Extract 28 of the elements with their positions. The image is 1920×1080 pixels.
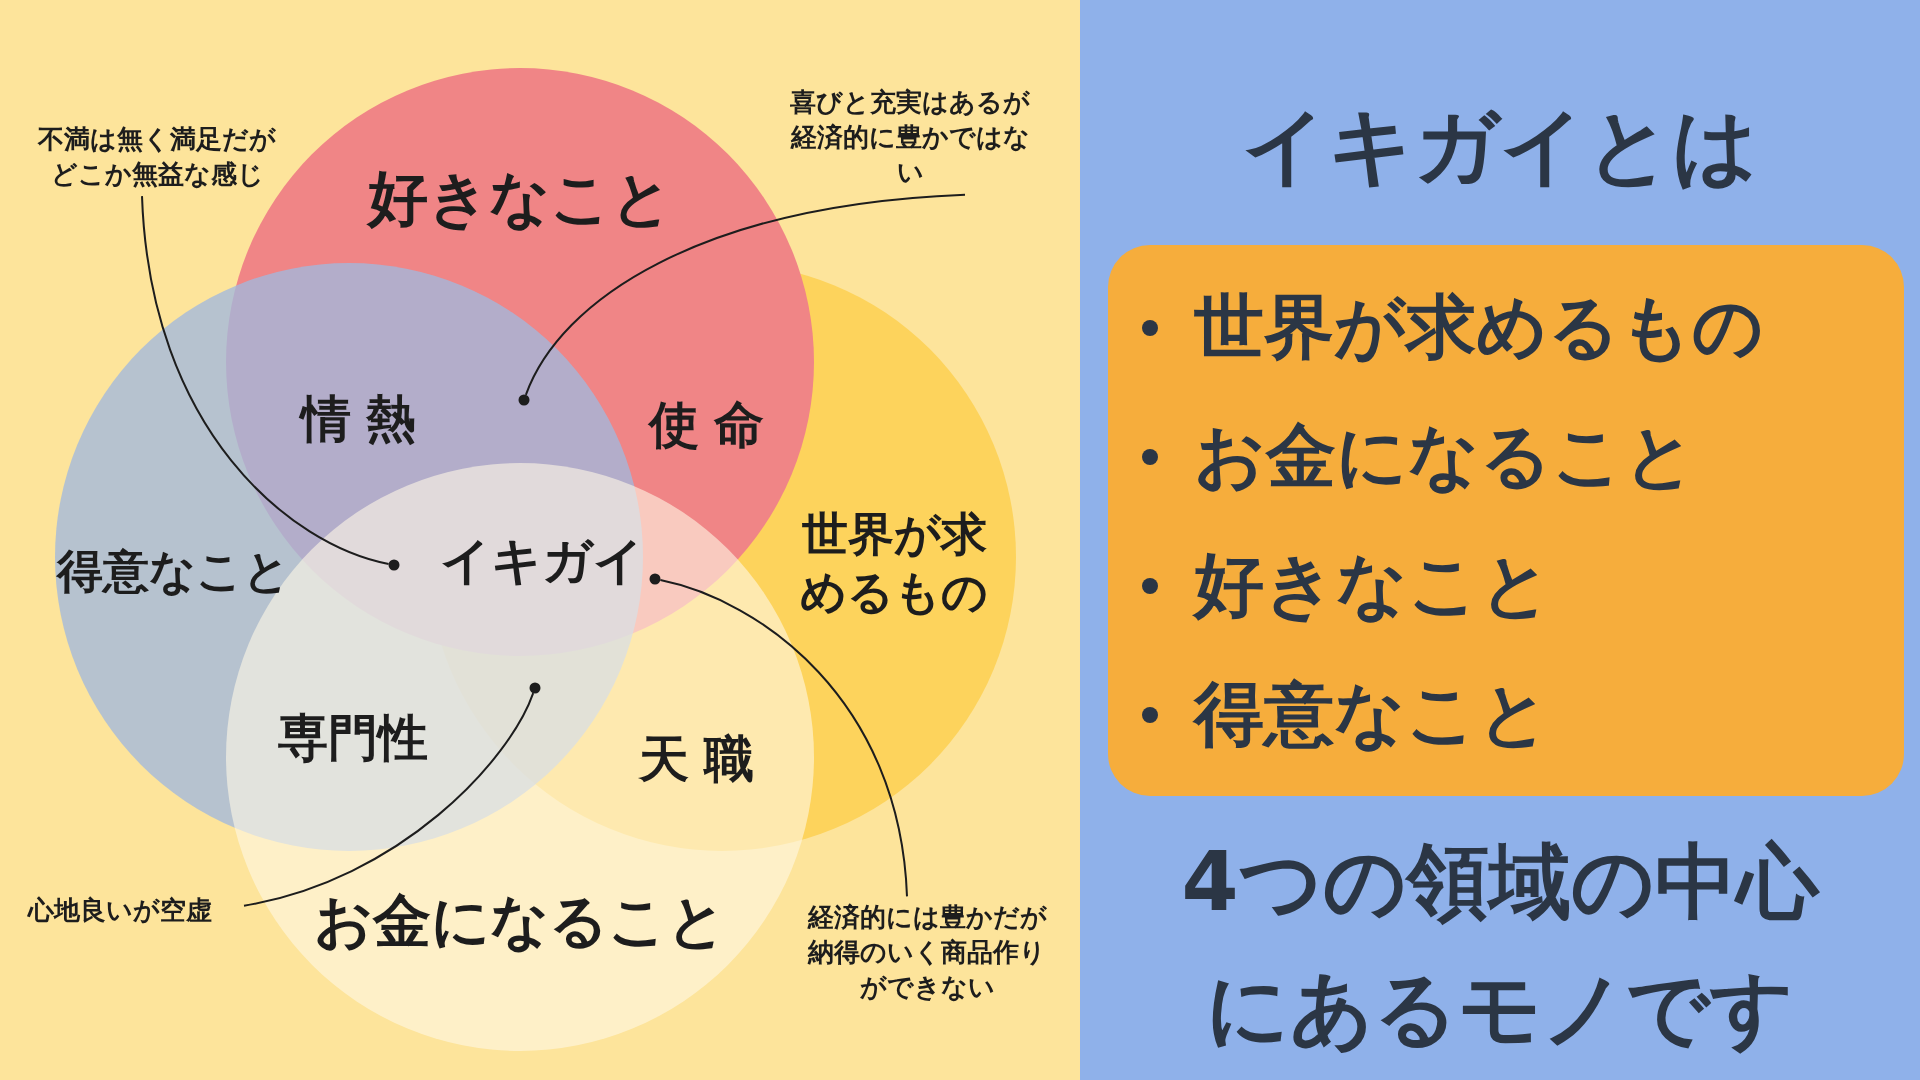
list-item: お金になること (1130, 392, 1904, 521)
leader-dot (529, 682, 541, 694)
circle-label: 世界が求めるもの (799, 505, 989, 620)
region-label: 使命 (649, 394, 779, 456)
annotation-text: 不満は無く満足だがどこか無益な感じ (32, 121, 282, 193)
annotation-text: 喜びと充実はあるが経済的に豊かではない (785, 85, 1035, 191)
caption: 4つの領域の中心にあるモノです (1180, 833, 1821, 1059)
leader-line (659, 579, 908, 898)
region-label: 専門性 (278, 707, 428, 769)
list-panel (1108, 245, 1904, 796)
circle-label: 好きなこと (365, 161, 673, 235)
region-label: 天職 (639, 728, 769, 790)
region-label: 情熱 (301, 388, 431, 450)
list-item: 世界が求めるもの (1130, 263, 1904, 392)
region-label: イキガイ (440, 530, 644, 592)
leader-dot (388, 559, 400, 571)
circle-label: 得意なこと (55, 543, 291, 601)
leader-dot (518, 394, 530, 406)
leader-line (524, 193, 966, 396)
circle-label: お金になること (313, 885, 727, 957)
heading: イキガイとは (1241, 96, 1759, 197)
annotation-text: 経済的には豊かだが納得のいく商品作りができない (802, 900, 1052, 1006)
list-item: 好きなこと (1130, 521, 1904, 650)
annotation-text: 心地良いが空虚 (0, 893, 240, 929)
leader-line (243, 692, 535, 907)
leader-line (141, 195, 390, 565)
list-item: 得意なこと (1130, 650, 1904, 779)
leader-dot (649, 573, 661, 585)
